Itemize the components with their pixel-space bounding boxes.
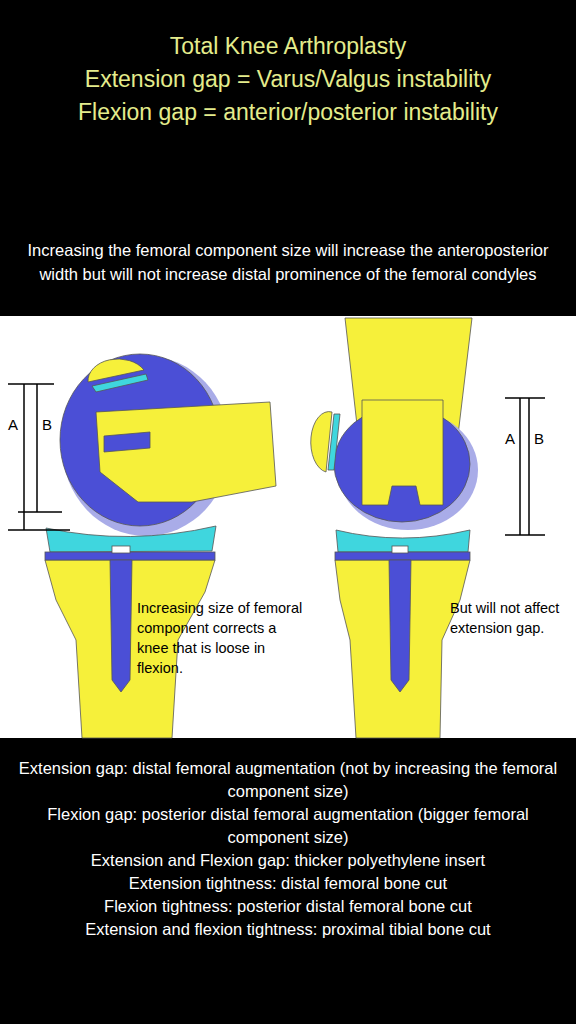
dimension-label: A [8, 416, 18, 433]
summary-line: Extension gap: distal femoral augmentati… [16, 757, 560, 803]
dimension-label: B [42, 416, 52, 433]
subtitle: Flexion gap = anterior/posterior instabi… [0, 96, 576, 129]
callout-note: But will not affect extension gap. [450, 598, 572, 638]
summary-line: Extension tightness: distal femoral bone… [16, 872, 560, 895]
text-block: Extension gap: distal femoral augmentati… [16, 757, 560, 941]
callout-note: Increasing size of femoral component cor… [137, 598, 305, 678]
dimension-label: A [505, 430, 515, 447]
title: Total Knee Arthroplasty [0, 30, 576, 63]
summary-line: Flexion gap: posterior distal femoral au… [16, 803, 560, 849]
summary-line: Extension and Flexion gap: thicker polye… [16, 849, 560, 872]
text-block: Total Knee ArthroplastyExtension gap = V… [0, 30, 576, 129]
text-block: Increasing the femoral component size wi… [10, 239, 566, 286]
summary-line: Flexion tightness: posterior distal femo… [16, 895, 560, 918]
note: Increasing the femoral component size wi… [10, 239, 566, 286]
dimension-bracket [8, 384, 545, 535]
dimension-label: B [534, 430, 544, 447]
summary-line: Extension and flexion tightness: proxima… [16, 918, 560, 941]
subtitle: Extension gap = Varus/Valgus instability [0, 63, 576, 96]
